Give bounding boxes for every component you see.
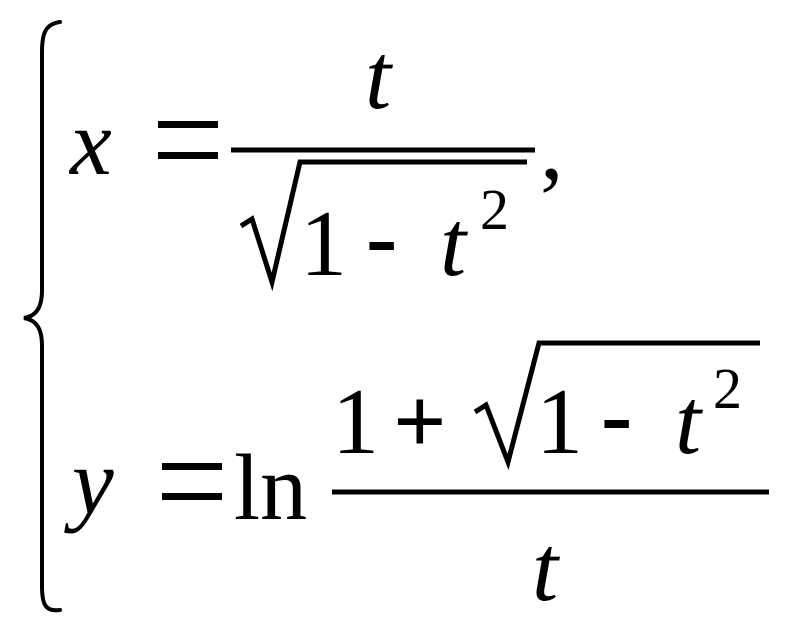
radicand-t-x: t bbox=[440, 192, 468, 296]
radicand-exponent-y: 2 bbox=[713, 356, 742, 421]
numerator-one-y: 1 bbox=[332, 370, 379, 474]
radicand-minus-y: - bbox=[601, 363, 632, 467]
ln-function: ln bbox=[234, 436, 307, 540]
equals-sign-x bbox=[158, 121, 218, 159]
square-root-y bbox=[473, 340, 760, 471]
variable-y: y bbox=[64, 430, 114, 534]
radicand-one-y: 1 bbox=[536, 370, 583, 474]
numerator-plus-y: + bbox=[393, 370, 447, 474]
equation-y: y ln 1 + 1 - t 2 t bbox=[64, 340, 769, 621]
radicand-minus-x: - bbox=[366, 185, 397, 289]
square-root-x bbox=[239, 159, 527, 292]
radicand-exponent-x: 2 bbox=[480, 177, 509, 242]
comma: , bbox=[540, 95, 564, 199]
equals-sign-y bbox=[162, 463, 222, 500]
radicand-one-x: 1 bbox=[300, 192, 347, 296]
denominator-t-y: t bbox=[532, 517, 560, 621]
left-curly-brace bbox=[23, 20, 62, 613]
radicand-t-y: t bbox=[675, 370, 703, 474]
equation-x: x t 1 - t 2 , bbox=[68, 25, 564, 296]
numerator-t: t bbox=[365, 25, 393, 129]
variable-x: x bbox=[68, 91, 112, 195]
